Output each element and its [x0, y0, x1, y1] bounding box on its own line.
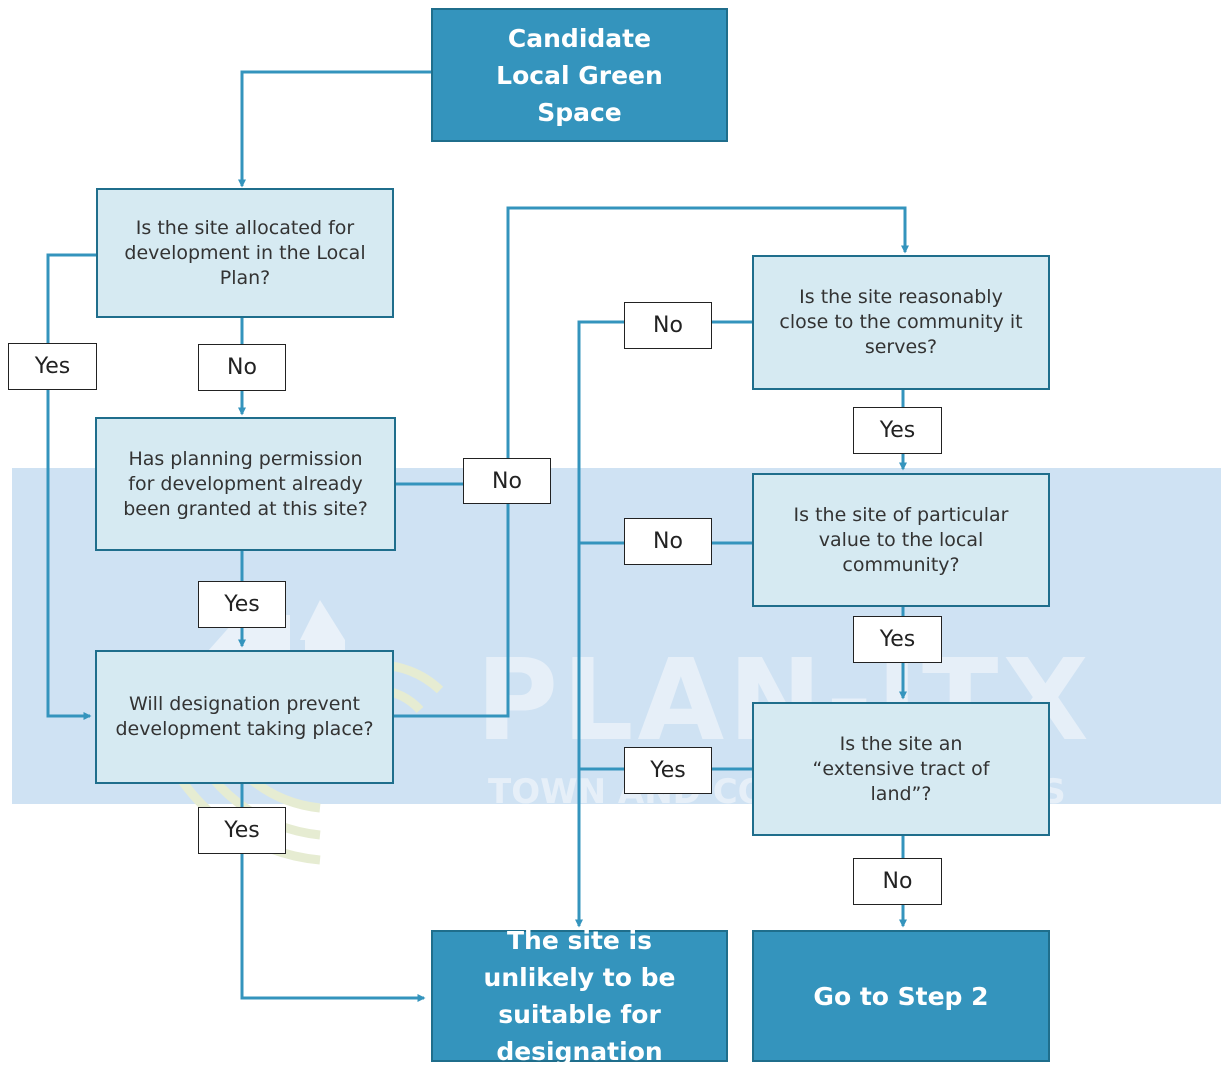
label-q3-yes: Yes	[198, 807, 286, 854]
label-q5-yes: Yes	[853, 616, 942, 663]
label-q4-no: No	[624, 302, 712, 349]
connector-q3-no	[394, 484, 510, 718]
label-q6-no: No	[853, 858, 942, 905]
label-q2-yes: Yes	[198, 581, 286, 628]
start-node: Candidate Local Green Space	[431, 8, 728, 142]
outcome-go-to-step-2: Go to Step 2	[752, 930, 1050, 1062]
connector-start-q1	[238, 70, 431, 188]
label-q5-no: No	[624, 518, 712, 565]
label-q1-yes: Yes	[8, 343, 97, 390]
label-q1-no: No	[198, 344, 286, 391]
question-extensive-tract: Is the site an “extensive tract of land”…	[752, 702, 1050, 836]
label-q6-yes: Yes	[624, 747, 712, 794]
label-q4-yes: Yes	[853, 407, 942, 454]
connector-q4-no	[575, 320, 752, 928]
question-prevent-development: Will designation prevent development tak…	[95, 650, 394, 784]
question-close-to-community: Is the site reasonably close to the comm…	[752, 255, 1050, 390]
outcome-unlikely-suitable: The site is unlikely to be suitable for …	[431, 926, 728, 1066]
question-planning-permission: Has planning permission for development …	[95, 417, 396, 551]
connector-q3-yes	[240, 784, 426, 1002]
label-q2-no: No	[463, 458, 551, 504]
question-allocated: Is the site allocated for development in…	[96, 188, 394, 318]
question-particular-value: Is the site of particular value to the l…	[752, 473, 1050, 607]
connector-q1-yes	[46, 253, 96, 720]
